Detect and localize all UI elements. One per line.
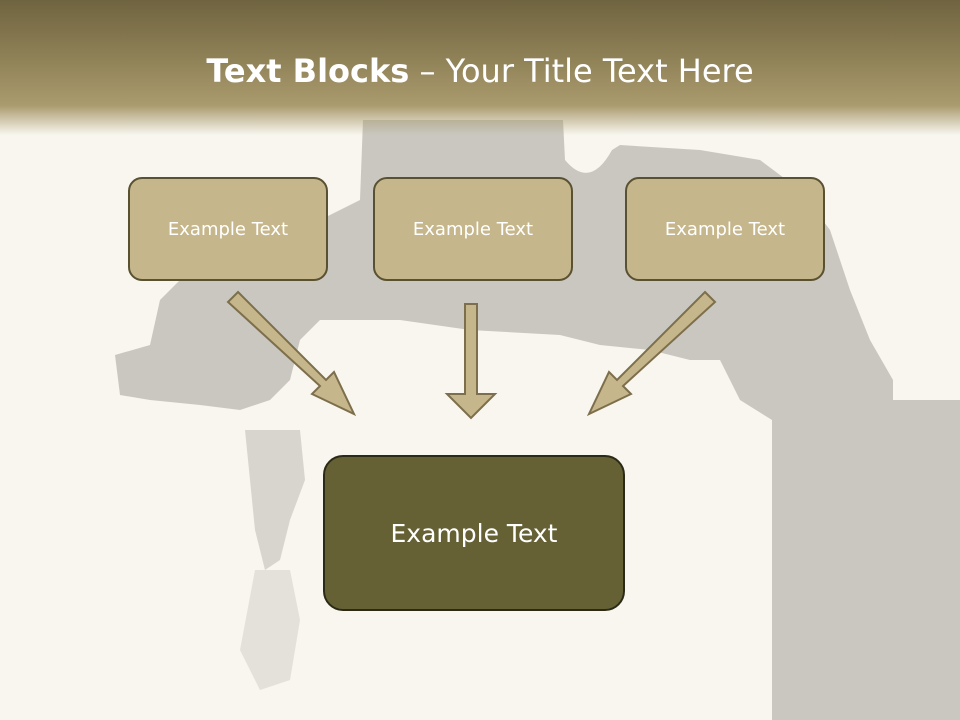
title-bold: Text Blocks [206, 52, 410, 90]
arrow-left [226, 290, 357, 417]
text-block-1-label: Example Text [167, 218, 289, 240]
text-block-2-label: Example Text [412, 218, 534, 240]
text-block-2[interactable]: Example Text [373, 177, 573, 281]
slide-title: Text Blocks – Your Title Text Here [0, 52, 960, 90]
title-rest: – Your Title Text Here [409, 52, 754, 90]
target-block[interactable]: Example Text [323, 455, 625, 611]
text-block-3-label: Example Text [664, 218, 786, 240]
text-block-3[interactable]: Example Text [625, 177, 825, 281]
target-block-label: Example Text [390, 518, 558, 548]
arrow-right [586, 290, 717, 417]
title-bar [0, 0, 960, 135]
arrow-center [444, 303, 498, 420]
text-block-1[interactable]: Example Text [128, 177, 328, 281]
